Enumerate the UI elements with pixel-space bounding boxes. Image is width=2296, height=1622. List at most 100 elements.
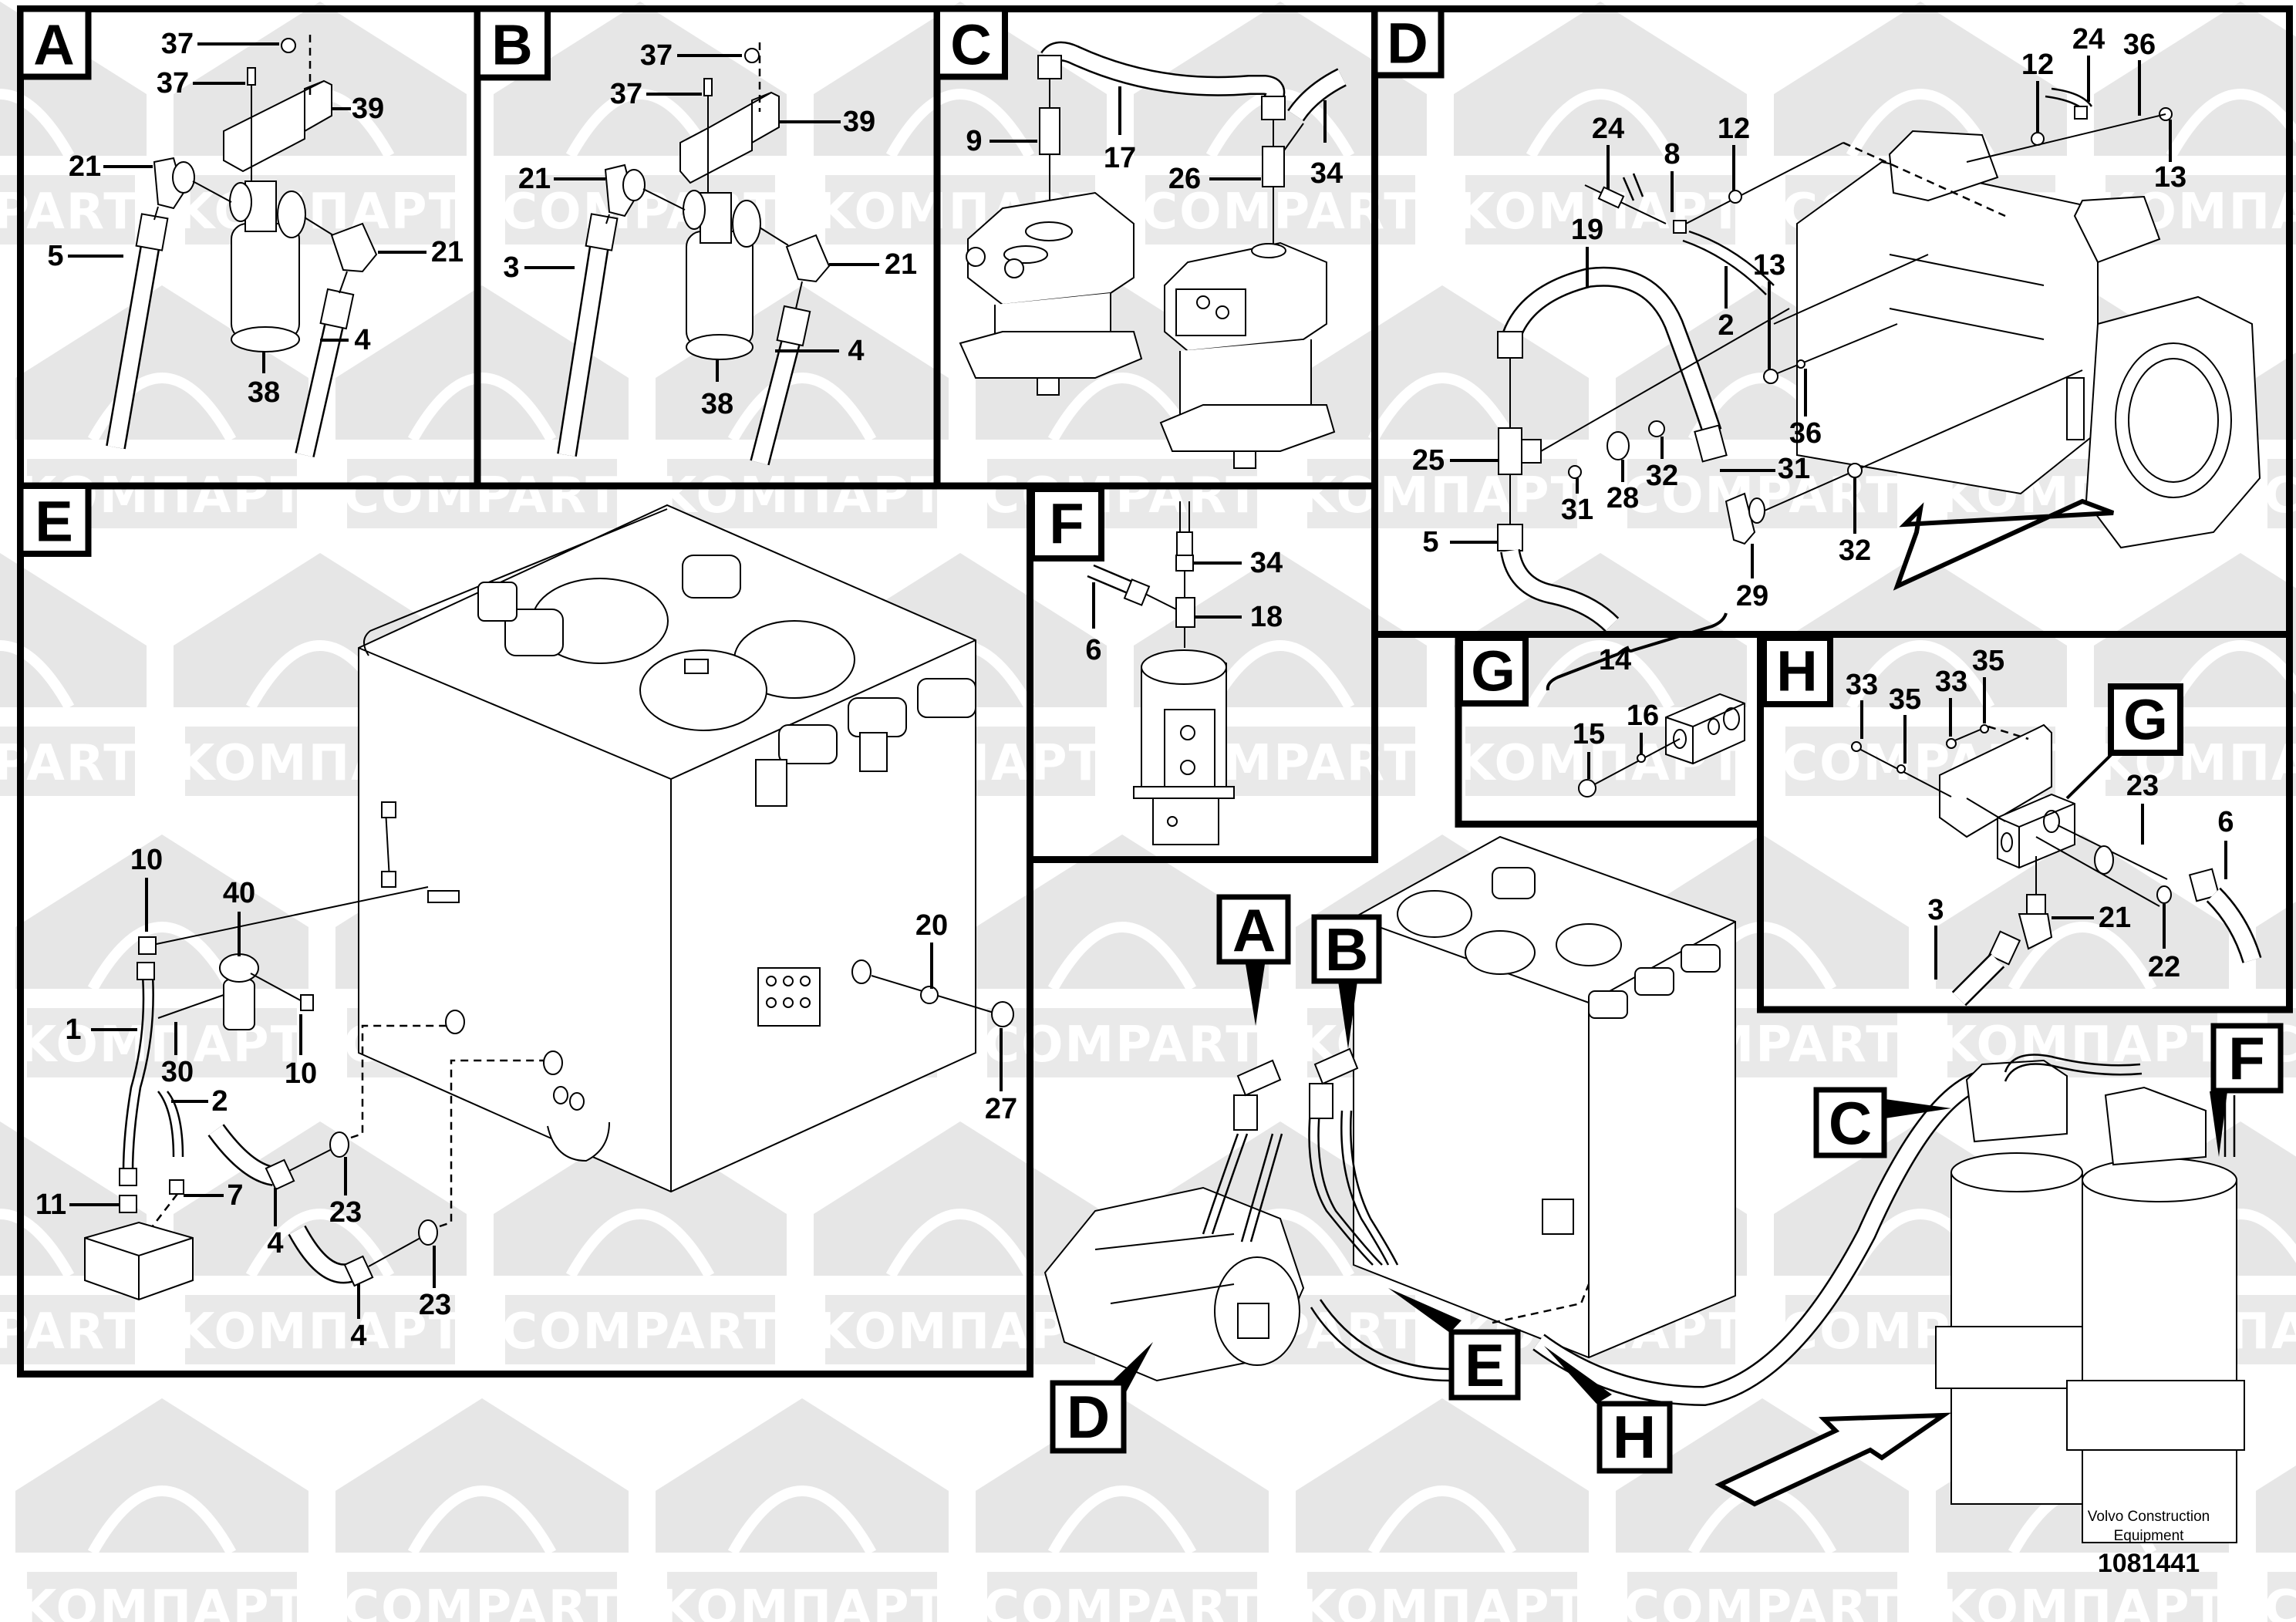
panel-h-illustration (1851, 723, 2262, 1007)
watermark-shape (2094, 2, 2296, 156)
panel-g-letter: G (1471, 639, 1515, 703)
panel-e-frame (17, 482, 1033, 1378)
callout-g-14: 14 (1599, 644, 1631, 676)
panel-e-illustration (84, 504, 1014, 1301)
watermark-shape (1296, 285, 1589, 440)
panel-e-callouts: 10 40 1 30 10 2 11 7 4 23 4 23 20 (35, 844, 1017, 1352)
panel-b-letter: B (491, 13, 532, 77)
watermark-text: KOMПАРТ (817, 1303, 1104, 1361)
watermark-shape (2256, 1465, 2296, 1553)
watermark-shape (1774, 553, 2067, 707)
detail-g-reference-box (2108, 683, 2183, 756)
callout-d-12-left: 12 (1718, 113, 1750, 145)
panel-h-callouts: 33 35 33 35 G 23 6 3 21 22 (1846, 645, 2234, 983)
callout-b-21-left: 21 (518, 163, 551, 195)
panel-b-label-box (474, 5, 551, 81)
callout-b-21-right: 21 (885, 248, 917, 281)
watermark-ring (0, 1209, 75, 1279)
panel-g-illustration (1546, 612, 1745, 798)
watermark-text: COMPART (983, 1580, 1261, 1622)
panel-e-letter: E (35, 490, 72, 554)
watermark-ring (245, 1209, 395, 1279)
panel-d-letter: D (1387, 12, 1428, 76)
callout-d-13-top: 13 (2154, 161, 2186, 194)
watermark-shape (1134, 2, 1427, 156)
callout-e-20: 20 (915, 909, 948, 942)
callout-e-10-bottom: 10 (285, 1057, 317, 1090)
panel-f-frame (1027, 482, 1378, 863)
watermark-band (1307, 1572, 1577, 1622)
watermark-ring (1846, 640, 1995, 710)
callout-c-17: 17 (1104, 142, 1136, 174)
watermark-ring (565, 1209, 715, 1279)
callout-d-36-bottom: 36 (1789, 417, 1822, 450)
manufacturer-caption-line1: Volvo Construction (2088, 1509, 2210, 1525)
callout-d-13-middle: 13 (1753, 249, 1785, 282)
watermark-ring (727, 1485, 877, 1556)
callout-d-32-left: 32 (1646, 460, 1678, 492)
watermark-shape (174, 1121, 467, 1276)
callout-d-24-left: 24 (1592, 113, 1624, 145)
callout-c-9: 9 (966, 125, 982, 157)
watermark-ring (1047, 1485, 1197, 1556)
watermark-ring (1846, 89, 1995, 159)
panel-b-callouts: 37 37 39 21 3 21 38 4 (503, 39, 917, 420)
panel-c: C (933, 5, 1378, 490)
watermark-shape (656, 285, 949, 440)
watermark-shape (15, 285, 308, 440)
panel-f-illustration (1087, 501, 1235, 845)
callout-e-10-top: 10 (130, 844, 163, 876)
direction-arrow (1714, 1412, 1952, 1507)
callout-f-34: 34 (1250, 547, 1283, 579)
overview-callout-a: A (1232, 896, 1276, 964)
watermark-ring (407, 1485, 557, 1556)
filter-40 (223, 979, 255, 1030)
panel-f-label-box (1029, 486, 1104, 561)
callout-g-15: 15 (1573, 718, 1605, 750)
watermark-band (2267, 1572, 2296, 1622)
illustration-caption: Volvo Construction Equipment 1081441 (2088, 1509, 2210, 1578)
callout-h-35-right: 35 (1972, 645, 2004, 677)
callout-b-37-top: 37 (640, 39, 673, 72)
callout-d-12-right: 12 (2021, 49, 2054, 81)
callout-d-19: 19 (1571, 214, 1603, 246)
callout-e-7: 7 (227, 1179, 243, 1212)
watermark-shape (656, 1398, 949, 1553)
watermark-ring (885, 1209, 1035, 1279)
panel-a-label-box (17, 5, 92, 80)
panel-g: G 14 15 16 (1455, 612, 1764, 828)
panel-b: B (474, 5, 941, 490)
panel-h-letter: H (1776, 639, 1817, 703)
callout-c-34: 34 (1310, 157, 1343, 190)
watermark-band (505, 1295, 775, 1364)
watermark-shape (335, 1398, 629, 1553)
overview-callout-e-box (1448, 1329, 1521, 1401)
callout-d-31-left: 31 (1561, 494, 1593, 526)
watermark-shape (976, 1398, 1269, 1553)
overview-main-pump (1043, 1186, 1305, 1382)
panel-e-label-box (17, 483, 92, 557)
callout-d-31-right: 31 (1778, 453, 1810, 485)
callout-d-32-right: 32 (1839, 534, 1871, 567)
watermark-text: COMPART (983, 467, 1261, 524)
callout-b-4: 4 (848, 335, 864, 367)
watermark-shape (494, 1121, 787, 1276)
watermark-ring (885, 89, 1035, 159)
watermark-text: KOMПАРТ (19, 1017, 305, 1074)
watermark-text: KOMПАРТ (1457, 184, 1744, 241)
callout-a-4: 4 (354, 324, 370, 356)
callout-e-23-upper: 23 (329, 1196, 362, 1229)
bracket (1939, 723, 2052, 838)
panel-c-illustration (959, 41, 1347, 469)
filter-38 (686, 231, 754, 348)
callout-a-37-bottom: 37 (157, 67, 189, 99)
watermark-ring (0, 640, 75, 710)
watermark-text: KOMПАРТ (1939, 1580, 2226, 1622)
watermark-ring (1367, 373, 1517, 443)
panel-f-callouts: 34 18 6 (1085, 547, 1283, 666)
watermark-shape (15, 1398, 308, 1553)
group-brace-14 (1546, 612, 1728, 691)
watermark-ring (407, 373, 557, 443)
callout-a-37-top: 37 (161, 28, 194, 60)
